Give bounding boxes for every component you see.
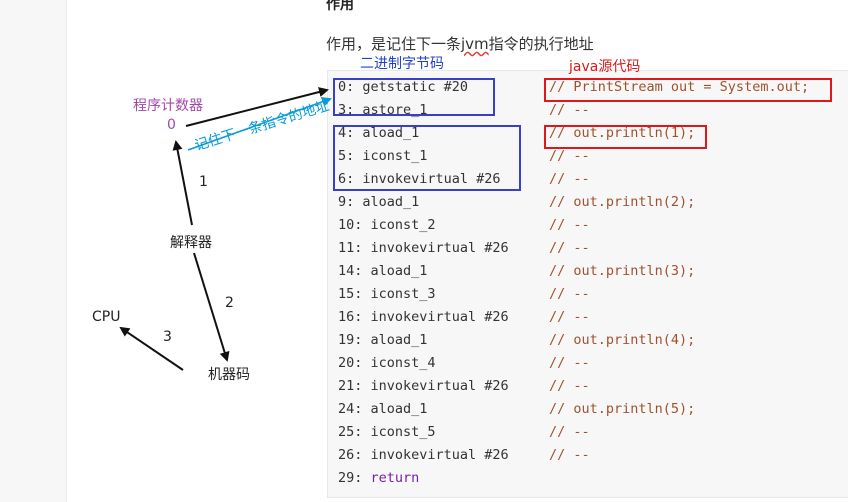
- instruction-line: 5: iconst_1: [338, 148, 428, 164]
- program-counter-label: 程序计数器: [133, 98, 203, 114]
- instruction-line: 19: aload_1: [338, 332, 428, 348]
- cpu-label: CPU: [92, 309, 121, 325]
- comment-line: // --: [549, 424, 590, 440]
- step-2-label: 2: [225, 295, 234, 311]
- intro-jvm: jvm: [461, 35, 489, 53]
- instruction-line: 11: invokevirtual #26: [338, 240, 509, 256]
- instruction-line: 21: invokevirtual #26: [338, 378, 509, 394]
- arrow-interpreter-to-pc: [172, 140, 193, 226]
- return-keyword: return: [370, 470, 420, 486]
- section-heading: 作用: [326, 0, 354, 13]
- comment-line: // --: [549, 355, 590, 371]
- return-line-number: 29:: [338, 470, 363, 486]
- comment-line: // --: [549, 378, 590, 394]
- comment-line: // --: [549, 148, 590, 164]
- comment-line: // out.println(2);: [549, 194, 696, 210]
- instruction-line: 26: invokevirtual #26: [338, 447, 509, 463]
- instruction-line: 10: iconst_2: [338, 217, 436, 233]
- source-highlight-box-1: [544, 78, 832, 102]
- code-block: [327, 70, 848, 498]
- arrow-pc-to-instruction: [185, 87, 329, 127]
- program-counter-value: 0: [167, 117, 176, 133]
- instruction-line: 20: iconst_4: [338, 355, 436, 371]
- return-line: 29: return: [338, 470, 419, 486]
- instruction-line: 0: getstatic #20: [338, 79, 469, 95]
- machine-code-label: 机器码: [208, 367, 250, 383]
- comment-line: // out.println(1);: [549, 125, 696, 141]
- comment-line: // --: [549, 102, 590, 118]
- instruction-line: 4: aload_1: [338, 125, 420, 141]
- step-3-label: 3: [163, 329, 172, 345]
- instruction-line: 25: iconst_5: [338, 424, 436, 440]
- intro-text: 作用，是记住下一条jvm指令的执行地址: [326, 33, 594, 54]
- instruction-line: 15: iconst_3: [338, 286, 436, 302]
- comment-line: // PrintStream out = System.out;: [549, 79, 810, 95]
- comment-line: // out.println(3);: [549, 263, 696, 279]
- intro-suffix: 指令的执行地址: [488, 35, 594, 53]
- comment-line: // --: [549, 217, 590, 233]
- intro-prefix: 作用，是记住下一条: [326, 35, 462, 53]
- java-source-label: java源代码: [569, 59, 641, 75]
- instruction-line: 14: aload_1: [338, 263, 428, 279]
- comment-line: // --: [549, 447, 590, 463]
- instruction-line: 24: aload_1: [338, 401, 428, 417]
- comment-line: // --: [549, 240, 590, 256]
- interpreter-label: 解释器: [170, 235, 212, 251]
- instruction-line: 9: aload_1: [338, 194, 420, 210]
- bytecode-label: 二进制字节码: [360, 56, 444, 72]
- arrow-remember-next: [187, 96, 332, 151]
- instruction-line: 16: invokevirtual #26: [338, 309, 509, 325]
- step-1-label: 1: [199, 174, 208, 190]
- comment-line: // --: [549, 286, 590, 302]
- bytecode-highlight-box-2: [333, 125, 521, 191]
- left-gutter: [0, 0, 67, 502]
- source-highlight-box-2: [544, 125, 707, 149]
- bytecode-highlight-box-1: [333, 78, 495, 116]
- comment-line: // out.println(5);: [549, 401, 696, 417]
- arrow-machine-code-to-cpu: [119, 326, 184, 371]
- comment-line: // out.println(4);: [549, 332, 696, 348]
- instruction-line: 6: invokevirtual #26: [338, 171, 501, 187]
- comment-line: // --: [549, 309, 590, 325]
- arrow-interpreter-to-machine-code: [193, 252, 230, 362]
- comment-line: // --: [549, 171, 590, 187]
